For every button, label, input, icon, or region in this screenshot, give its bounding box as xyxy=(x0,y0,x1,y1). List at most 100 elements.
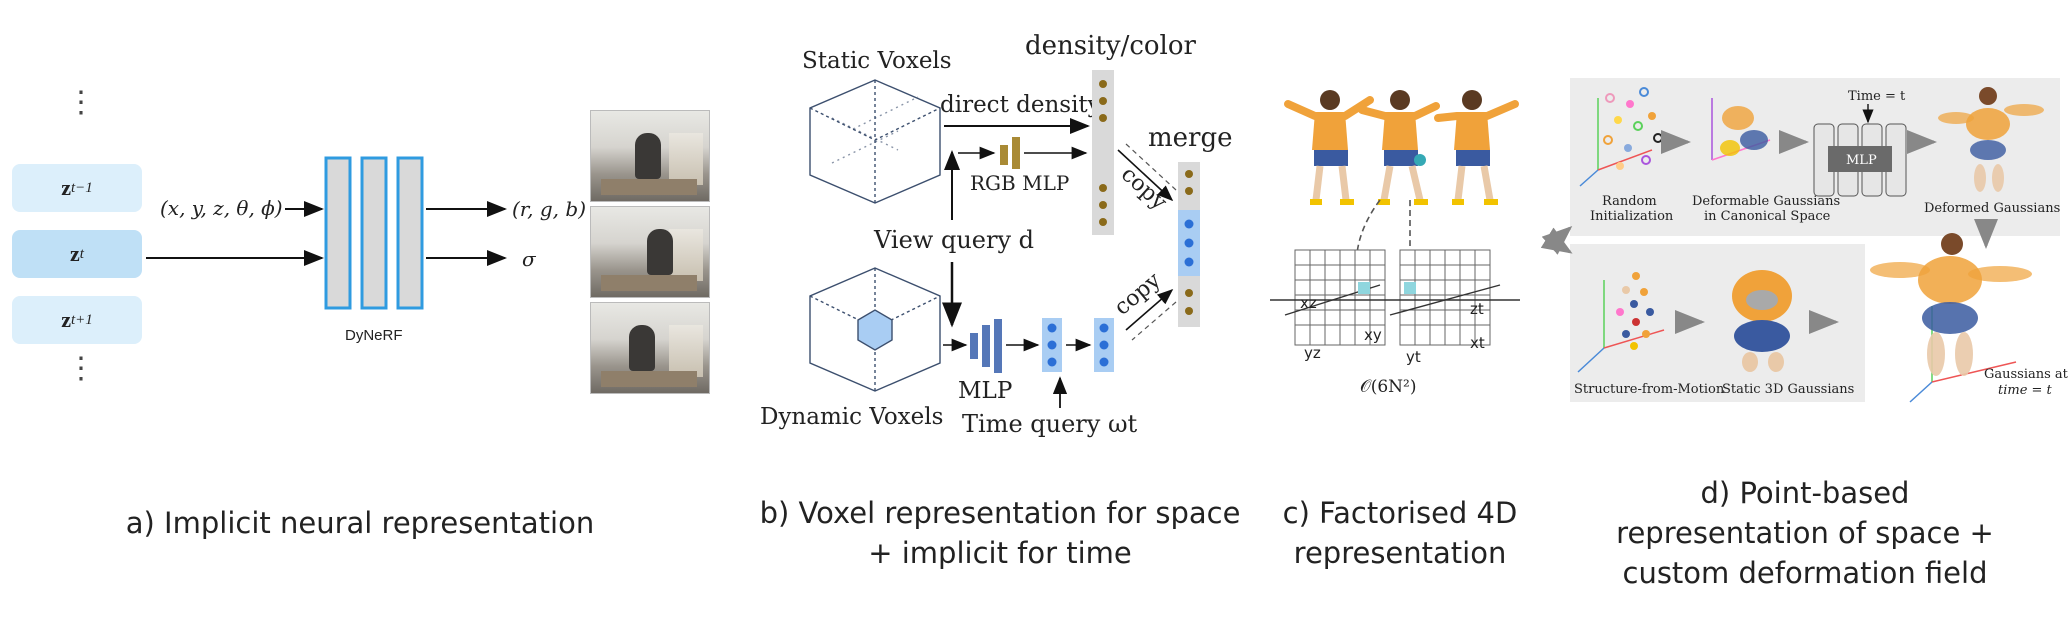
copy-arrow-bottom-dashed xyxy=(1131,301,1177,341)
video-frame-3 xyxy=(590,302,710,394)
copy-arrow-top xyxy=(1117,149,1174,202)
blue-feature xyxy=(1099,340,1109,350)
gold-feature xyxy=(1185,170,1193,178)
caption-b: b) Voxel representation for space + impl… xyxy=(750,493,1250,573)
gauss-at-label-2: time = t xyxy=(1998,383,2053,398)
mlp-label: MLP xyxy=(1846,153,1877,168)
blue-feature xyxy=(1047,323,1057,333)
latent-z-symbol: z xyxy=(61,175,71,200)
random-init-label-1: Random xyxy=(1602,194,1657,209)
highlight-cell xyxy=(1404,282,1416,294)
caption-c-line1: c) Factorised 4D xyxy=(1282,496,1518,530)
blue-feature xyxy=(1047,357,1057,367)
dynamic-voxel-cube xyxy=(809,267,941,392)
static-voxel-cube xyxy=(809,79,941,204)
output-sigma: σ xyxy=(522,247,537,271)
final-gaussians-figure xyxy=(1870,233,2032,403)
plane-label-xy: xy xyxy=(1364,326,1382,344)
complexity-label: 𝒪(6N²) xyxy=(1360,377,1416,397)
network-label: DyNeRF xyxy=(345,327,403,344)
time-query-label: Time query ωt xyxy=(962,410,1138,438)
latent-z-symbol: z xyxy=(70,241,80,266)
copy-arrow-top-dashed xyxy=(1125,143,1177,191)
deformed-gaussians-figure xyxy=(1938,87,2044,192)
blue-feature xyxy=(1184,257,1194,267)
panel-a-diagram: (x, y, z, θ, ϕ) DyNeRF (r, g, b) σ xyxy=(146,156,586,344)
plane-label-zt: zt xyxy=(1470,300,1484,318)
dots-top: ⋮ xyxy=(66,86,96,119)
sfm-label: Structure-from-Motion xyxy=(1574,382,1725,397)
static-feature-column xyxy=(1092,70,1114,235)
dots-bottom: ⋮ xyxy=(66,352,96,385)
deformed-label: Deformed Gaussians xyxy=(1924,201,2060,216)
plane-label-xz: xz xyxy=(1300,294,1317,312)
video-frame-2 xyxy=(590,206,710,298)
caption-d-line2: representation of space + xyxy=(1616,516,1994,550)
latent-subscript: t−1 xyxy=(70,179,93,196)
static-voxels-label: Static Voxels xyxy=(802,48,952,74)
blue-feature xyxy=(1184,219,1194,229)
dyn-mlp-bar-1 xyxy=(970,333,978,359)
caption-b-line1: b) Voxel representation for space xyxy=(759,496,1241,530)
gold-feature xyxy=(1099,97,1107,105)
latent-subscript: t+1 xyxy=(70,311,93,328)
projection-arrow xyxy=(1355,199,1381,283)
blue-feature xyxy=(1099,357,1109,367)
caption-d: d) Point-based representation of space +… xyxy=(1550,473,2060,593)
plane-label-xt: xt xyxy=(1470,334,1485,352)
mlp-label: MLP xyxy=(958,378,1012,404)
static-gaussians-figure xyxy=(1732,270,1792,372)
dyn-mlp-bar-3 xyxy=(994,319,1002,373)
panel-c: xz xy zt yz yt xt 𝒪(6N²) c) Factorised 4… xyxy=(1260,0,1540,618)
gold-feature xyxy=(1099,184,1107,192)
dancer-figure-2 xyxy=(1358,90,1440,205)
direct-density-label: direct density xyxy=(940,92,1101,118)
caption-d-line1: d) Point-based xyxy=(1700,476,1910,510)
caption-d-line3: custom deformation field xyxy=(1622,556,1988,590)
caption-c: c) Factorised 4D representation xyxy=(1260,493,1540,573)
mlp-layer-3 xyxy=(396,156,424,310)
panel-d: Random Initialization Deformable Gaussia… xyxy=(1540,0,2069,618)
highlight-cell xyxy=(1358,282,1370,294)
latent-z-symbol: z xyxy=(61,307,71,332)
copy-label-bottom: copy xyxy=(1110,268,1166,321)
panel-b-diagram: Static Voxels density/color direct densi… xyxy=(760,31,1233,438)
video-frame-1 xyxy=(590,110,710,202)
mlp-layer-2 xyxy=(360,156,388,310)
caption-a: a) Implicit neural representation xyxy=(125,506,595,540)
output-rgb: (r, g, b) xyxy=(512,197,586,221)
canonical-gaussians xyxy=(1711,98,1771,161)
view-query-label: View query d xyxy=(873,226,1034,254)
merge-label: merge xyxy=(1148,123,1233,153)
panel-c-diagram: xz xy zt yz yt xt 𝒪(6N²) xyxy=(1270,90,1520,397)
latent-subscript: t xyxy=(79,245,84,262)
dancer-figure-3 xyxy=(1434,90,1519,205)
panel-b: Static Voxels density/color direct densi… xyxy=(740,0,1260,618)
branch-arrow-bottom xyxy=(1540,227,1573,254)
random-points xyxy=(1579,87,1663,187)
blue-feature xyxy=(1099,323,1109,333)
blue-feature xyxy=(1184,238,1194,248)
sfm-points xyxy=(1577,272,1665,373)
density-color-label: density/color xyxy=(1025,31,1197,61)
plane-label-yt: yt xyxy=(1406,348,1421,366)
dancer-figure-1 xyxy=(1284,90,1374,205)
deformable-label-1: Deformable Gaussians xyxy=(1692,194,1840,209)
static3d-label: Static 3D Gaussians xyxy=(1722,382,1854,397)
caption-b-line2: + implicit for time xyxy=(868,536,1132,570)
dynamic-voxels-label: Dynamic Voxels xyxy=(760,404,943,430)
gold-feature xyxy=(1099,218,1107,226)
dyn-mlp-bar-2 xyxy=(982,325,990,367)
gauss-at-label-1: Gaussians at xyxy=(1984,367,2069,382)
mlp-layer-1 xyxy=(324,156,352,310)
panel-d-diagram: Random Initialization Deformable Gaussia… xyxy=(1540,78,2069,403)
gold-feature xyxy=(1185,307,1193,315)
input-label: (x, y, z, θ, ϕ) xyxy=(160,196,283,220)
gold-feature xyxy=(1099,80,1107,88)
blue-feature xyxy=(1047,340,1057,350)
random-init-label-2: Initialization xyxy=(1590,209,1674,224)
deformable-label-2: in Canonical Space xyxy=(1704,209,1831,224)
gold-feature xyxy=(1185,187,1193,195)
